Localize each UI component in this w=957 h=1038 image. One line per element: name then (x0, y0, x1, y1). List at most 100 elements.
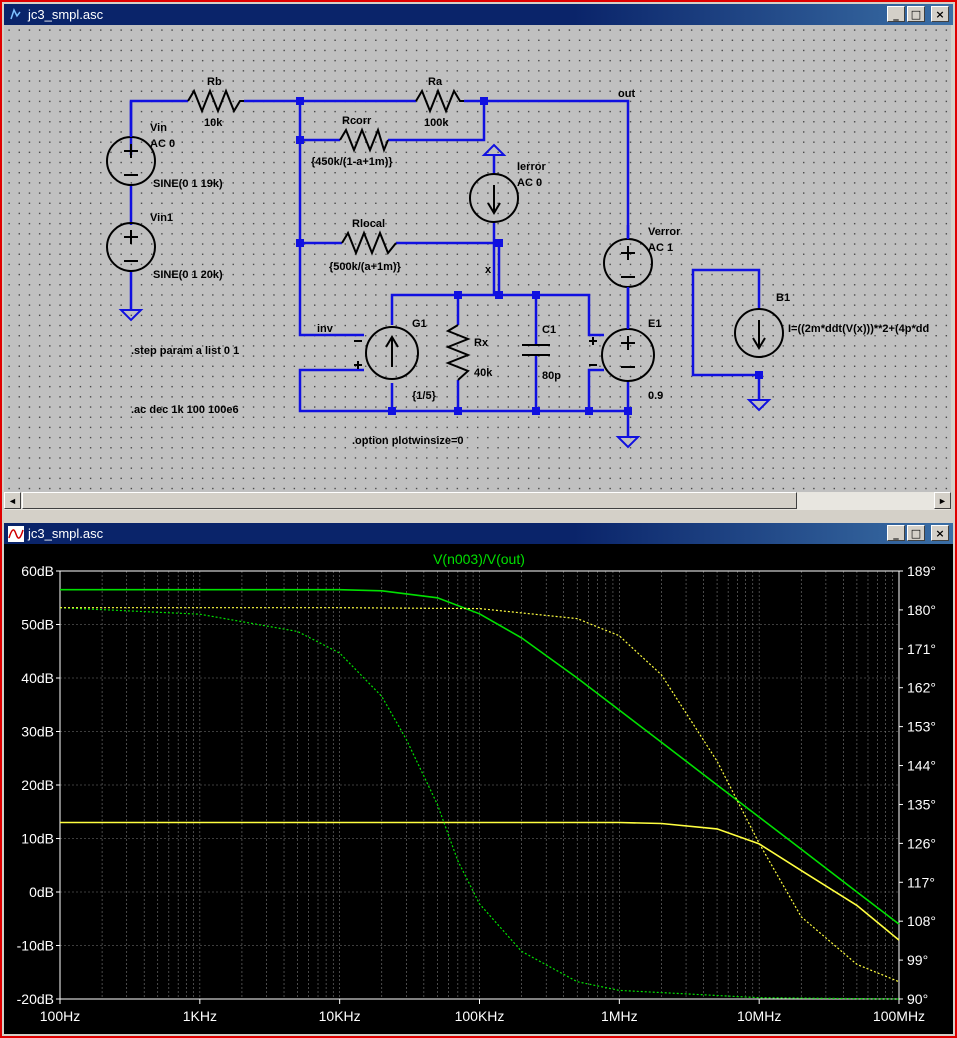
plot-tick-labels: 100Hz 1KHz 10KHz 100KHz 1MHz 10MHz 100MHz 60dB 5… (17, 563, 936, 1024)
ac-directive[interactable]: .ac dec 1k 100 100e6 (131, 404, 239, 416)
x-tick-label: 1MHz (601, 1008, 638, 1024)
option-directive[interactable]: .option plotwinsize=0 (352, 435, 464, 447)
x-tick-label: 100Hz (40, 1008, 80, 1024)
c1-value: 80p (542, 370, 561, 382)
ground-icon (615, 436, 641, 449)
rx-resistor-icon (445, 324, 471, 381)
ground-icon (118, 309, 144, 322)
y-left-tick-label: 40dB (21, 670, 54, 686)
inv-net-label: inv (317, 323, 334, 335)
vin-ac: AC 0 (150, 138, 175, 150)
scroll-thumb[interactable] (22, 492, 797, 509)
g1-source-icon (365, 326, 419, 380)
schematic-titlebar[interactable]: jc3_smpl.asc _ □ × (4, 4, 953, 25)
ierror-ac: AC 0 (517, 177, 542, 189)
plot-close-button[interactable]: × (931, 525, 949, 541)
minimize-button[interactable]: _ (887, 6, 905, 22)
y-left-tick-label: -20dB (17, 991, 54, 1007)
ra-name: Ra (428, 76, 443, 88)
x-tick-label: 10KHz (319, 1008, 361, 1024)
g1-name: G1 (412, 318, 427, 330)
rx-name: Rx (474, 337, 489, 349)
wires (129, 99, 761, 437)
b1-expression: I=((2m*ddt(V(x)))**2+(4p*dd (788, 323, 929, 335)
source-polarity-marks (124, 144, 766, 369)
close-button[interactable]: × (931, 6, 949, 22)
schematic-canvas[interactable]: Rb 10k Ra 100k Rcorr {450k/(1-a+1m)} Ier… (4, 25, 951, 492)
plot-minimize-button[interactable]: _ (887, 525, 905, 541)
trace-magnitude-a0 (60, 588, 900, 925)
horizontal-scrollbar[interactable]: ◄ ► (4, 492, 951, 510)
rcorr-name: Rcorr (342, 115, 372, 127)
waveform-icon (8, 525, 24, 542)
trace-magnitude-a1 (60, 821, 900, 941)
y-right-tick-label: 99° (907, 952, 928, 968)
plot-axes (56, 570, 903, 1004)
x-tick-label: 1KHz (183, 1008, 217, 1024)
junction-dots (296, 97, 763, 415)
x-tick-label: 10MHz (737, 1008, 781, 1024)
x-tick-label: 100MHz (873, 1008, 925, 1024)
b1-source-icon (734, 308, 784, 358)
b1-name: B1 (776, 292, 790, 304)
y-right-tick-label: 135° (907, 796, 936, 812)
trace-phase-a1 (60, 607, 900, 983)
plot-grid (59, 570, 899, 1000)
vin1-source-icon (106, 222, 156, 272)
out-net-label: out (618, 88, 635, 100)
source-symbols (106, 136, 784, 382)
trace-title[interactable]: V(n003)/V(out) (433, 551, 525, 567)
ierror-arrow-icon (481, 143, 507, 156)
vin-name: Vin (150, 122, 167, 134)
scroll-right-button[interactable]: ► (934, 492, 951, 509)
y-left-tick-label: 0dB (29, 884, 54, 900)
rcorr-value: {450k/(1-a+1m)} (311, 156, 393, 168)
verror-name: Verror (648, 226, 681, 238)
y-right-tick-label: 153° (907, 719, 936, 735)
plot-maximize-button[interactable]: □ (907, 525, 925, 541)
vin-sine: SINE(0 1 19k) (153, 178, 223, 190)
plot-titlebar[interactable]: jc3_smpl.asc _ □ × (4, 523, 953, 544)
scroll-left-button[interactable]: ◄ (4, 492, 21, 509)
rx-value: 40k (474, 367, 493, 379)
c1-name: C1 (542, 324, 556, 336)
rlocal-name: Rlocal (352, 218, 385, 230)
schematic-window-title: jc3_smpl.asc (28, 7, 104, 22)
x-tick-label: 100KHz (455, 1008, 505, 1024)
vin1-name: Vin1 (150, 212, 173, 224)
y-left-tick-label: -10dB (17, 938, 54, 954)
rlocal-resistor-icon (341, 230, 397, 256)
ra-resistor-icon (415, 88, 464, 114)
vin1-sine: SINE(0 1 20k) (153, 269, 223, 281)
resistor-symbols (187, 88, 550, 381)
y-left-tick-label: 20dB (21, 777, 54, 793)
g1-value: {1/5} (412, 390, 437, 402)
ground-symbols (118, 143, 772, 449)
verror-ac: AC 1 (648, 242, 673, 254)
y-right-tick-label: 171° (907, 641, 936, 657)
schematic-drawing[interactable]: Rb 10k Ra 100k Rcorr {450k/(1-a+1m)} Ier… (4, 25, 951, 492)
e1-name: E1 (648, 318, 661, 330)
e1-value: 0.9 (648, 390, 663, 402)
y-right-tick-label: 117° (907, 874, 935, 890)
y-right-tick-label: 180° (907, 602, 936, 618)
rlocal-value: {500k/(a+1m)} (329, 261, 402, 273)
x-net-label: x (485, 264, 492, 276)
rb-value: 10k (204, 117, 223, 129)
ierror-source-icon (469, 173, 519, 223)
y-left-tick-label: 50dB (21, 617, 54, 633)
rb-name: Rb (207, 76, 222, 88)
y-right-tick-label: 162° (907, 680, 936, 696)
ltspice-schematic-icon (8, 6, 24, 23)
ra-value: 100k (424, 117, 449, 129)
step-directive[interactable]: .step param a list 0 1 (131, 345, 239, 357)
y-right-tick-label: 90° (907, 991, 928, 1007)
maximize-button[interactable]: □ (907, 6, 925, 22)
y-right-tick-label: 189° (907, 563, 936, 579)
y-left-tick-label: 30dB (21, 724, 54, 740)
rb-resistor-icon (187, 88, 244, 114)
y-left-tick-label: 60dB (21, 563, 54, 579)
